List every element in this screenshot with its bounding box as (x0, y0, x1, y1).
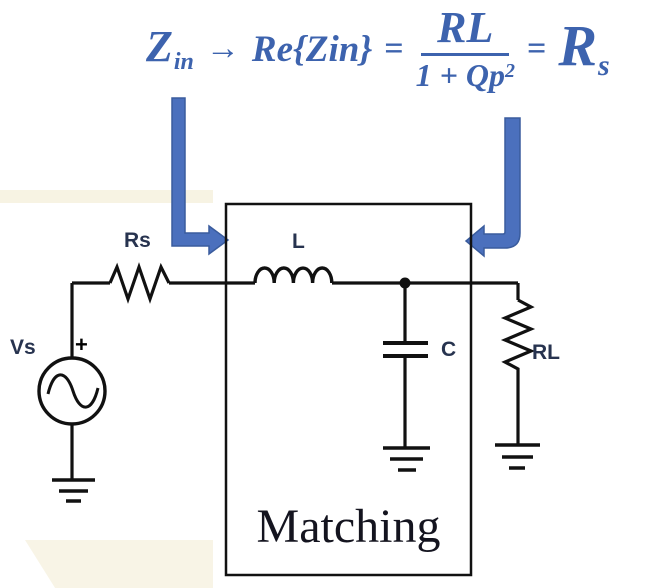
source-label: Vs (10, 336, 36, 359)
source-resistor-symbol (108, 262, 171, 304)
formula-rs-subscript: s (598, 49, 610, 82)
formula-zin: Z (146, 21, 173, 71)
ac-source-sine-icon (46, 373, 100, 409)
capacitor-ground-icon (383, 446, 430, 472)
formula-re-term: Re{Zin} (251, 28, 373, 70)
background-accent-band (0, 190, 213, 203)
load-resistor-label: RL (532, 341, 560, 364)
source-plus-sign: + (75, 332, 88, 357)
source-resistor-label: Rs (124, 229, 151, 252)
formula-zin-term: Zin (146, 21, 194, 75)
left-callout-arrow-icon (171, 97, 230, 256)
formula-equals-2: = (526, 30, 547, 67)
ac-source-circle (37, 356, 107, 426)
right-callout-arrow-icon (464, 117, 521, 258)
formula-denominator-exponent: 2 (504, 59, 515, 82)
load-resistor-symbol (500, 298, 536, 444)
background-accent-shape (25, 540, 213, 588)
formula-zin-subscript: in (173, 48, 194, 75)
matching-box-caption: Matching (256, 500, 441, 553)
inductor-symbol (253, 266, 334, 284)
wire-top (70, 281, 520, 480)
input-impedance-formula: Zin → Re{Zin} = RL 1 + Qp2 = Rs (146, 2, 610, 96)
formula-rs: R (558, 13, 598, 78)
source-ground-icon (52, 478, 95, 503)
capacitor-plates (383, 341, 428, 358)
formula-denominator: 1 + Qp2 (416, 56, 515, 93)
load-ground-icon (495, 443, 540, 470)
inductor-label: L (292, 230, 305, 253)
formula-rs-term: Rs (558, 17, 609, 81)
formula-fraction: RL 1 + Qp2 (416, 5, 515, 93)
maps-to-arrow: → (205, 30, 240, 67)
formula-numerator: RL (421, 5, 510, 56)
formula-denominator-base: 1 + Qp (415, 56, 505, 93)
capacitor-label: C (441, 338, 457, 361)
formula-equals-1: = (384, 30, 404, 67)
matching-network-box (224, 202, 473, 577)
